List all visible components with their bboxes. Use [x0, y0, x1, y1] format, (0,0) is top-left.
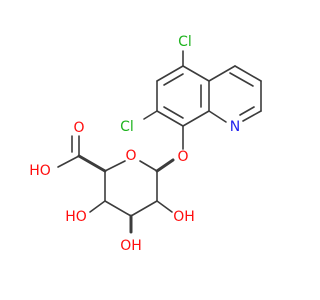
bond — [143, 110, 158, 120]
bond — [156, 200, 173, 213]
bond — [89, 200, 106, 213]
bond — [57, 155, 80, 168]
bond — [234, 65, 262, 82]
bond — [229, 72, 254, 87]
bond — [182, 65, 210, 82]
bond — [104, 160, 126, 172]
bond — [130, 200, 158, 217]
acid-hydroxyl-label: HO — [29, 163, 51, 179]
bond — [104, 200, 132, 217]
bond — [163, 73, 184, 86]
ether-oxygen-atom: O — [177, 149, 188, 165]
bond — [208, 65, 236, 82]
ring-oxygen-atom: O — [125, 148, 136, 164]
structure-svg: Cl Cl N O O O HO OH OH HO — [29, 34, 262, 254]
hydroxyl-label: OH — [120, 238, 142, 254]
bond — [156, 65, 184, 82]
bond — [77, 154, 107, 173]
bond — [242, 110, 262, 122]
hydroxyl-label: OH — [173, 209, 195, 225]
bond — [208, 110, 227, 123]
bond — [139, 160, 158, 172]
hydroxyl-label: HO — [65, 209, 87, 225]
carbonyl-oxygen-atom: O — [73, 120, 84, 136]
bond — [163, 106, 184, 119]
chlorine-atom: Cl — [120, 119, 134, 135]
nitrogen-atom: N — [230, 119, 240, 135]
chlorine-atom: Cl — [178, 34, 192, 50]
bond — [239, 106, 255, 116]
bond — [182, 110, 210, 127]
molecule-structure: Cl Cl N O O O HO OH OH HO — [29, 34, 262, 254]
bond — [155, 158, 175, 173]
bond — [156, 110, 184, 127]
